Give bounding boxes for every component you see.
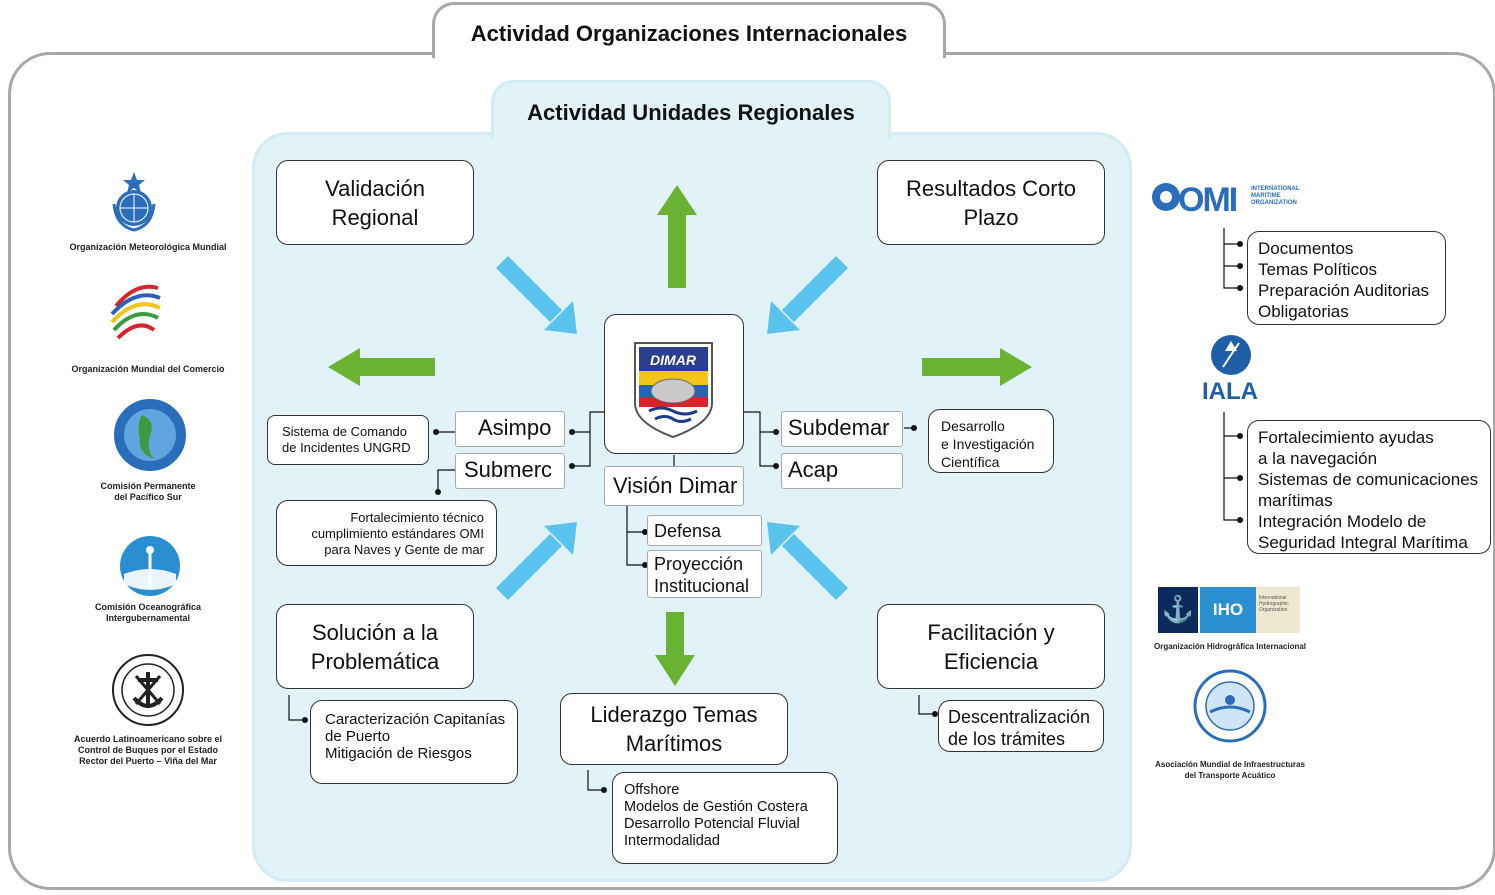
label-proyeccion-institucional: Proyección Institucional xyxy=(647,550,762,598)
iho-logo-text: IHO xyxy=(1200,587,1256,633)
green-arrow-down xyxy=(655,612,695,686)
box-liderazgo-temas-maritimos: Liderazgo Temas Marítimos xyxy=(560,693,788,765)
box-validacion-regional: Validación Regional xyxy=(276,160,474,245)
iala-items: Fortalecimiento ayudas a la navegación S… xyxy=(1247,420,1491,554)
iho-caption: Organización Hidrográfica Internacional xyxy=(1153,642,1307,651)
anchor-seal-logo-icon xyxy=(112,654,184,726)
aipcn-logo-icon xyxy=(1193,669,1267,743)
outer-title: Actividad Organizaciones Internacionales xyxy=(432,2,946,58)
cpps-caption: Comisión Permanente del Pacífico Sur xyxy=(100,481,196,502)
iala-logo-text: IALA xyxy=(1202,378,1258,405)
ioc-caption: Comisión Oceanográfica Intergubernamenta… xyxy=(94,602,202,623)
blue-arrow-bottom-right xyxy=(767,522,849,601)
box-solucion-problematica: Solución a la Problemática xyxy=(276,604,474,689)
green-arrow-up xyxy=(657,185,697,288)
inner-title: Actividad Unidades Regionales xyxy=(491,80,891,138)
vina-caption: Acuerdo Latinoamericano sobre el Control… xyxy=(73,734,223,766)
detail-liderazgo: Offshore Modelos de Gestión Costera Desa… xyxy=(612,772,838,864)
wmo-logo-icon xyxy=(112,172,156,232)
detail-subdemar: Desarrollo e Investigación Científica xyxy=(928,409,1054,473)
dimar-shield-icon: DIMAR xyxy=(634,342,713,439)
detail-solucion: Caracterización Capitanías de Puerto Mit… xyxy=(310,700,518,784)
detail-asimpo: Sistema de Comando de Incidentes UNGRD xyxy=(267,415,429,465)
anchor-icon: ⚓ xyxy=(1161,594,1195,624)
blue-arrow-top-right xyxy=(767,255,849,334)
blue-arrow-bottom-left xyxy=(495,522,577,601)
box-facilitacion-eficiencia: Facilitación y Eficiencia xyxy=(877,604,1105,689)
blue-arrow-top-left xyxy=(495,255,577,334)
label-asimpo: Asimpo xyxy=(455,411,565,447)
ioc-logo-icon xyxy=(120,536,180,596)
svg-text:DIMAR: DIMAR xyxy=(650,352,697,368)
cpps-logo-icon xyxy=(114,399,186,471)
label-acap: Acap xyxy=(781,453,903,489)
label-submerc: Submerc xyxy=(455,453,565,489)
wto-caption: Organización Mundial del Comercio xyxy=(71,364,225,374)
iho-logo-icon xyxy=(1158,587,1198,633)
iho-logo-sub: International Hydrographic Organization xyxy=(1256,587,1300,633)
omi-logo-icon: OMI xyxy=(1152,181,1239,214)
omi-logo-sub: INTERNATIONAL MARITIME ORGANIZATION xyxy=(1251,186,1300,206)
label-subdemar: Subdemar xyxy=(781,411,903,447)
label-defensa: Defensa xyxy=(647,515,762,546)
detail-submerc: Fortalecimiento técnico cumplimiento est… xyxy=(276,500,497,566)
wmo-caption: Organización Meteorológica Mundial xyxy=(69,242,227,252)
iala-logo-icon xyxy=(1211,335,1251,375)
omi-items: Documentos Temas Políticos Preparación A… xyxy=(1247,231,1446,325)
center-logo-box: DIMAR xyxy=(604,314,744,454)
wto-logo-icon xyxy=(110,284,161,340)
label-vision-dimar: Visión Dimar xyxy=(604,466,744,506)
aipcn-caption: Asociación Mundial de Infraestructuras d… xyxy=(1155,760,1305,780)
connector-dots xyxy=(302,241,1243,793)
connector-lines xyxy=(288,228,1240,791)
svg-text:OMI: OMI xyxy=(1178,181,1237,214)
box-resultados-corto-plazo: Resultados Corto Plazo xyxy=(877,160,1105,245)
detail-facilitacion: Descentralización de los trámites xyxy=(938,700,1104,752)
green-arrow-right xyxy=(922,348,1032,386)
green-arrow-left xyxy=(328,348,435,386)
